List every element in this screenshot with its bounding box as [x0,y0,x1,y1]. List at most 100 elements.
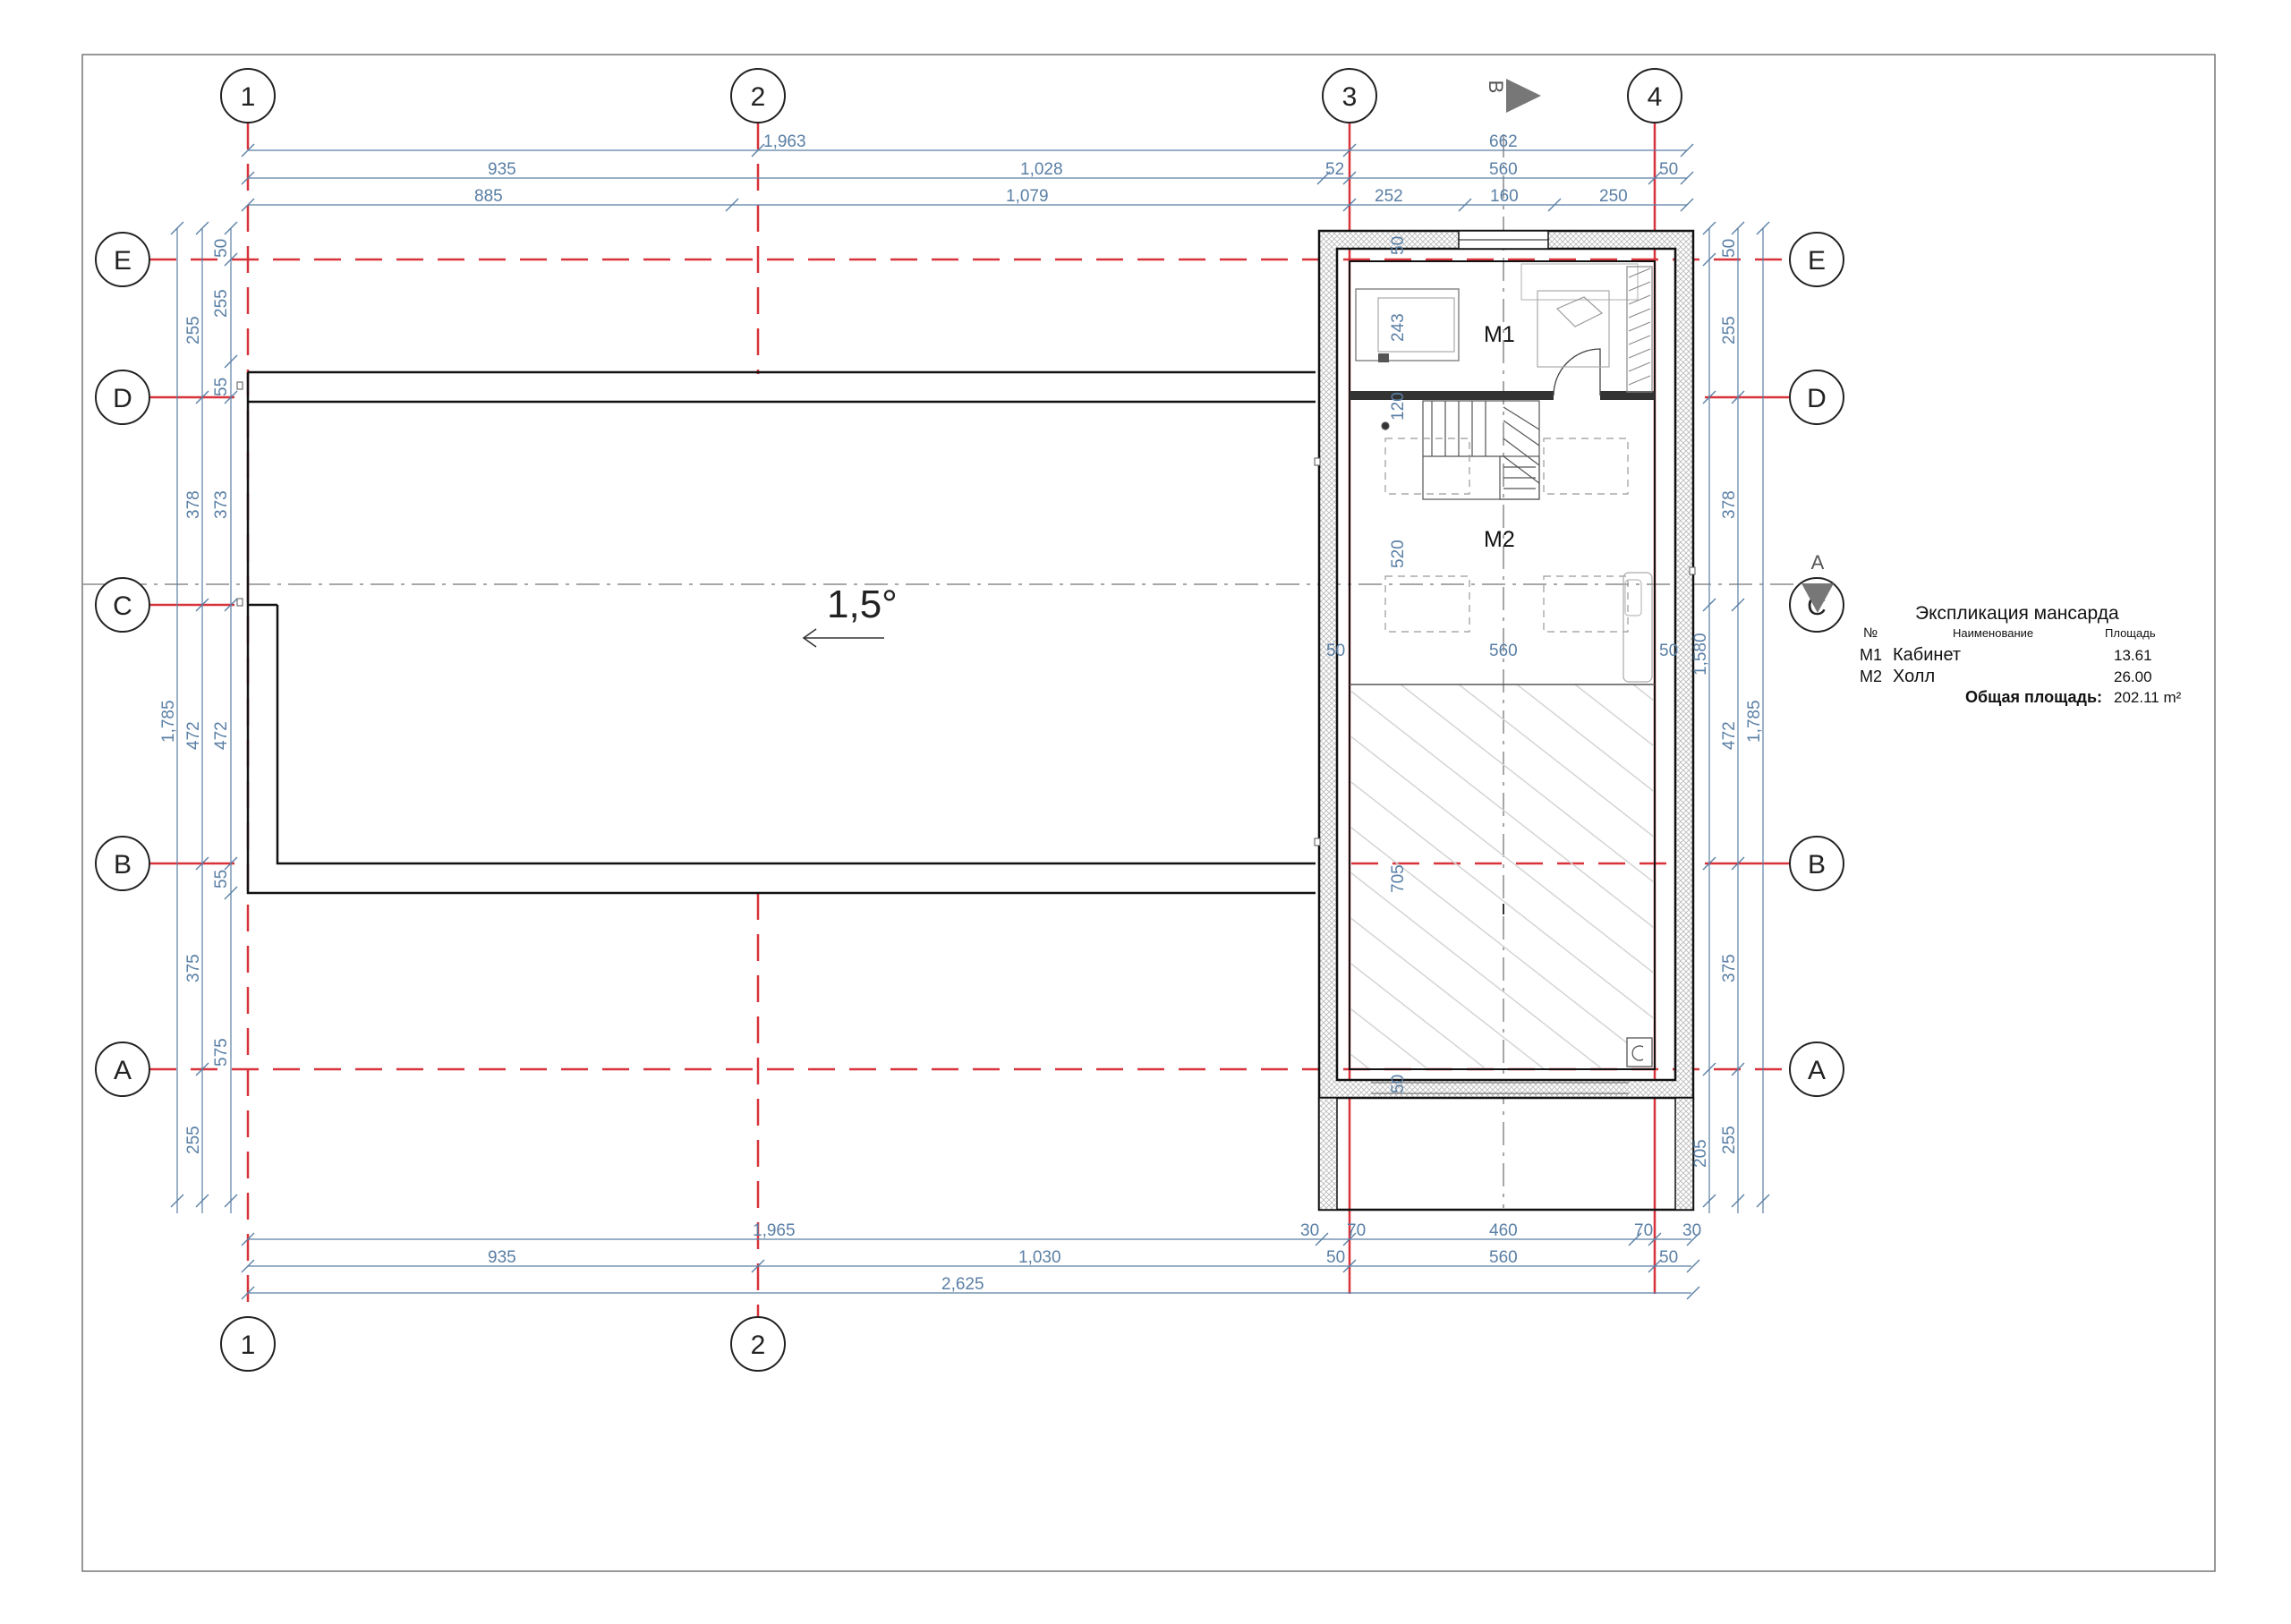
schedule-row2-no: M2 [1860,667,1882,685]
dim-bot-50b: 50 [1659,1248,1678,1267]
dim-plan-50d: 50 [1389,1075,1408,1093]
dim-left-375: 375 [184,954,203,982]
stair-void-hatch [1350,684,1655,1069]
dim-bot-30a: 30 [1300,1221,1319,1240]
dim-top-935: 935 [488,160,516,179]
house-plan: M1 M2 [236,229,1696,1212]
dim-left-373: 373 [212,490,231,519]
dim-left-575: 575 [212,1038,231,1067]
wall-marker-5 [236,598,243,607]
schedule-row1-name: Кабинет [1893,645,1961,665]
dim-bot-1965: 1,965 [753,1221,796,1240]
schedule-row2-name: Холл [1893,667,1935,686]
bubble-1-bottom [220,1316,276,1372]
partition-left [1350,391,1554,400]
door-swing [1553,348,1601,396]
schedule-row1-area: 13.61 [2114,647,2152,664]
room-label-m1: M1 [1484,322,1515,347]
bubble-label-A-left: A [114,1056,132,1085]
dim-plan-50a: 50 [1389,236,1408,255]
dim-left-255a: 255 [184,316,203,344]
dim-plan-50b: 50 [1326,642,1345,660]
dim-left-55a: 55 [212,378,231,396]
dims-top: 1,963 662 935 1,028 52 560 50 885 1,079 … [474,132,1678,206]
bubble-label-D-right: D [1807,384,1827,413]
dim-top-252: 252 [1375,187,1403,206]
dim-bot-70b: 70 [1634,1221,1653,1240]
schedule-total-label: Общая площадь: [1965,688,2102,706]
stair-flight [1422,400,1540,500]
section-marker-a: A [1801,551,1834,613]
wall-marker-2 [1314,838,1321,846]
dim-top-885: 885 [474,187,503,206]
section-marker-b: B [1485,79,1541,113]
roof-slope-label: 1,5° [827,582,898,626]
dim-top-160: 160 [1490,187,1519,206]
dim-right-1785: 1,785 [1745,700,1764,743]
dim-plan-120: 120 [1389,392,1408,421]
sofa-arm [1624,579,1642,616]
dim-bot-2625: 2,625 [941,1275,984,1294]
bubble-B-right [1789,836,1844,891]
partition-right [1600,391,1655,400]
schedule-col-area: Площадь [2105,626,2156,640]
dim-left-255c: 255 [212,289,231,318]
bubble-3-top [1322,68,1377,123]
lower-walls [1317,1098,1695,1212]
dim-top-1028: 1,028 [1020,160,1063,179]
dim-top-1963: 1,963 [763,132,806,151]
sofa [1622,572,1653,683]
schedule-row2-area: 26.00 [2114,668,2152,685]
dims-left: 1,785 255 378 472 375 255 50 255 55 373 … [159,239,231,1154]
stove [1626,1037,1653,1067]
bubble-label-1-bottom: 1 [241,1331,256,1360]
cabinet-top [1520,263,1639,301]
dims-right: 50 255 378 472 375 255 1,785 205 1,580 [1691,239,1764,1168]
bubble-label-4-top: 4 [1648,82,1663,112]
room-schedule: Экспликация мансарда № Наименование Площ… [1860,603,2182,706]
schedule-total-value: 202.11 m² [2114,689,2182,706]
roof-outline [246,370,1316,895]
schedule-title: Экспликация мансарда [1915,603,2119,624]
flat-roof [246,370,1316,895]
section-label-b: B [1485,81,1507,94]
bubble-D-left [95,370,150,425]
dim-left-472a: 472 [184,721,203,750]
dim-top-52: 52 [1325,160,1344,179]
dim-right-255a: 255 [1720,316,1739,344]
section-flag-a [1801,583,1834,613]
stove-symbol [1631,1045,1644,1061]
schedule-col-name: Наименование [1953,626,2033,640]
bubble-label-2-bottom: 2 [751,1331,766,1360]
dim-left-50: 50 [212,239,231,258]
dim-bot-1030: 1,030 [1018,1248,1061,1267]
section-label-a: A [1811,551,1825,574]
dim-right-205: 205 [1691,1139,1710,1168]
lower-wall-right [1674,1097,1694,1211]
bubble-label-2-top: 2 [751,82,766,112]
dim-right-1580: 1,580 [1691,633,1710,676]
dim-top-250: 250 [1599,187,1628,206]
section-flag-b [1506,79,1541,113]
bubble-D-right [1789,370,1844,425]
bubble-label-E-right: E [1808,246,1826,276]
dimension-lines [170,143,1770,1300]
bubble-A-left [95,1042,150,1097]
staircase [1381,400,1540,500]
bubble-4-top [1627,68,1682,123]
bubble-label-B-left: B [114,850,132,880]
dim-bot-460: 460 [1489,1221,1518,1240]
dims-plan: 243 120 520 705 50 50 560 50 50 [1326,236,1678,1093]
dim-plan-50c: 50 [1659,642,1678,660]
inner-wall-line [1349,260,1656,1070]
wardrobe-hangers [1628,268,1651,386]
bubble-B-left [95,836,150,891]
dim-bot-935: 935 [488,1248,516,1267]
bubble-2-bottom [730,1316,786,1372]
bubble-label-A-right: A [1808,1056,1826,1085]
dim-right-50: 50 [1720,239,1739,258]
dim-right-375: 375 [1720,954,1739,982]
grid-bubbles [95,68,1844,1372]
armchair-seat [1555,296,1604,327]
dim-left-55b: 55 [212,870,231,889]
